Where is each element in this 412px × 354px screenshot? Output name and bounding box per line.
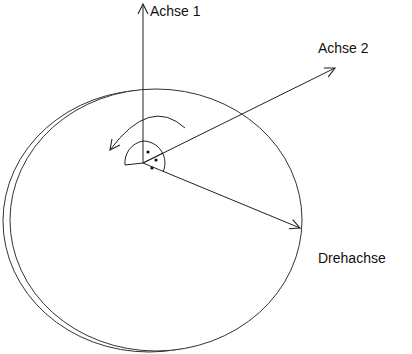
- right-angle-dot: [154, 158, 157, 161]
- disc-front-rim: [10, 89, 302, 351]
- right-angle-dot: [146, 150, 149, 153]
- right-angle-arc: [125, 141, 143, 165]
- axis-line: [143, 4, 144, 163]
- right-angle-divider: [143, 153, 163, 163]
- right-angle-arc: [143, 141, 165, 172]
- axis-label: Drehachse: [318, 250, 386, 267]
- rotation-arrow: [110, 116, 185, 150]
- right-angle-dot: [150, 166, 153, 169]
- axis-line: [143, 68, 335, 163]
- axis-label: Achse 1: [150, 3, 201, 20]
- axis-label: Achse 2: [318, 40, 369, 57]
- axis-line: [143, 163, 300, 228]
